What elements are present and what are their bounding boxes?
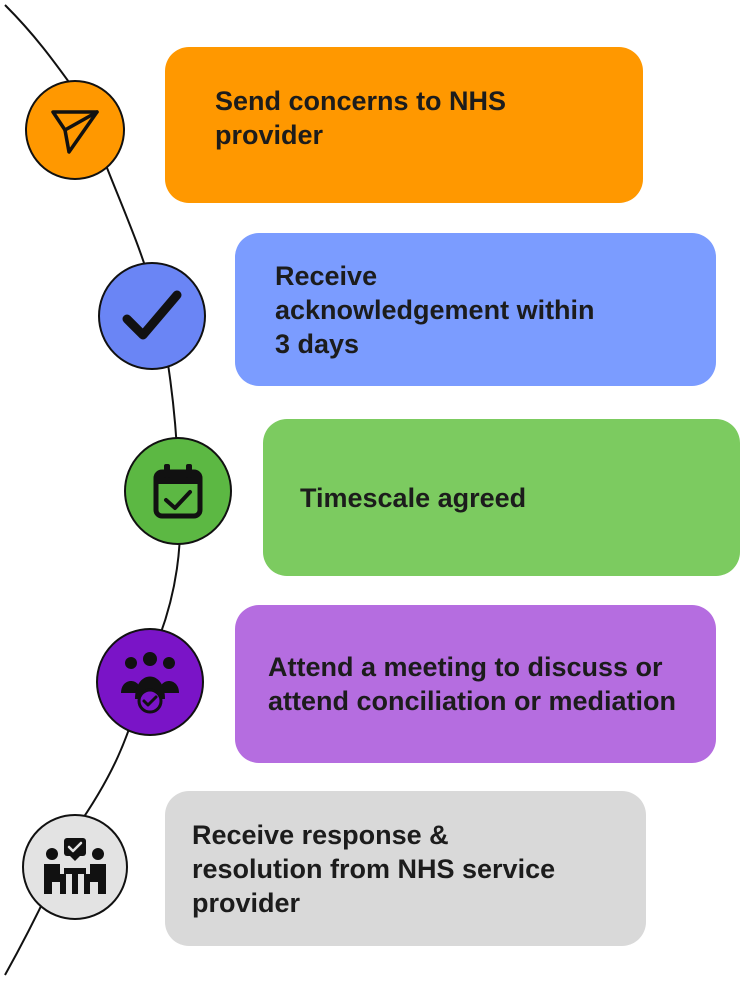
step-4-node (96, 628, 204, 736)
checkmark-icon (119, 283, 185, 349)
step-4-label: Attend a meeting to discuss or attend co… (268, 652, 677, 716)
team-resolution-icon (42, 834, 108, 900)
step-3-label: Timescale agreed (300, 482, 527, 513)
calendar-check-icon (148, 460, 208, 522)
step-5-label: Receive response & resolution from NHS s… (192, 819, 556, 918)
step-2-node (98, 262, 206, 370)
step-1-card: Send concerns to NHS provider (165, 47, 643, 203)
step-3-card: Timescale agreed (263, 419, 740, 576)
step-5-card: Receive response & resolution from NHS s… (165, 791, 646, 946)
step-1-node (25, 80, 125, 180)
step-5-node (22, 814, 128, 920)
step-3-node (124, 437, 232, 545)
send-icon (47, 102, 103, 158)
step-4-card: Attend a meeting to discuss or attend co… (235, 605, 716, 763)
group-meeting-icon (117, 649, 183, 715)
step-1-label: Send concerns to NHS provider (215, 86, 507, 150)
step-2-card: Receive acknowledgement within 3 days (235, 233, 716, 386)
step-2-label: Receive acknowledgement within 3 days (275, 260, 595, 359)
